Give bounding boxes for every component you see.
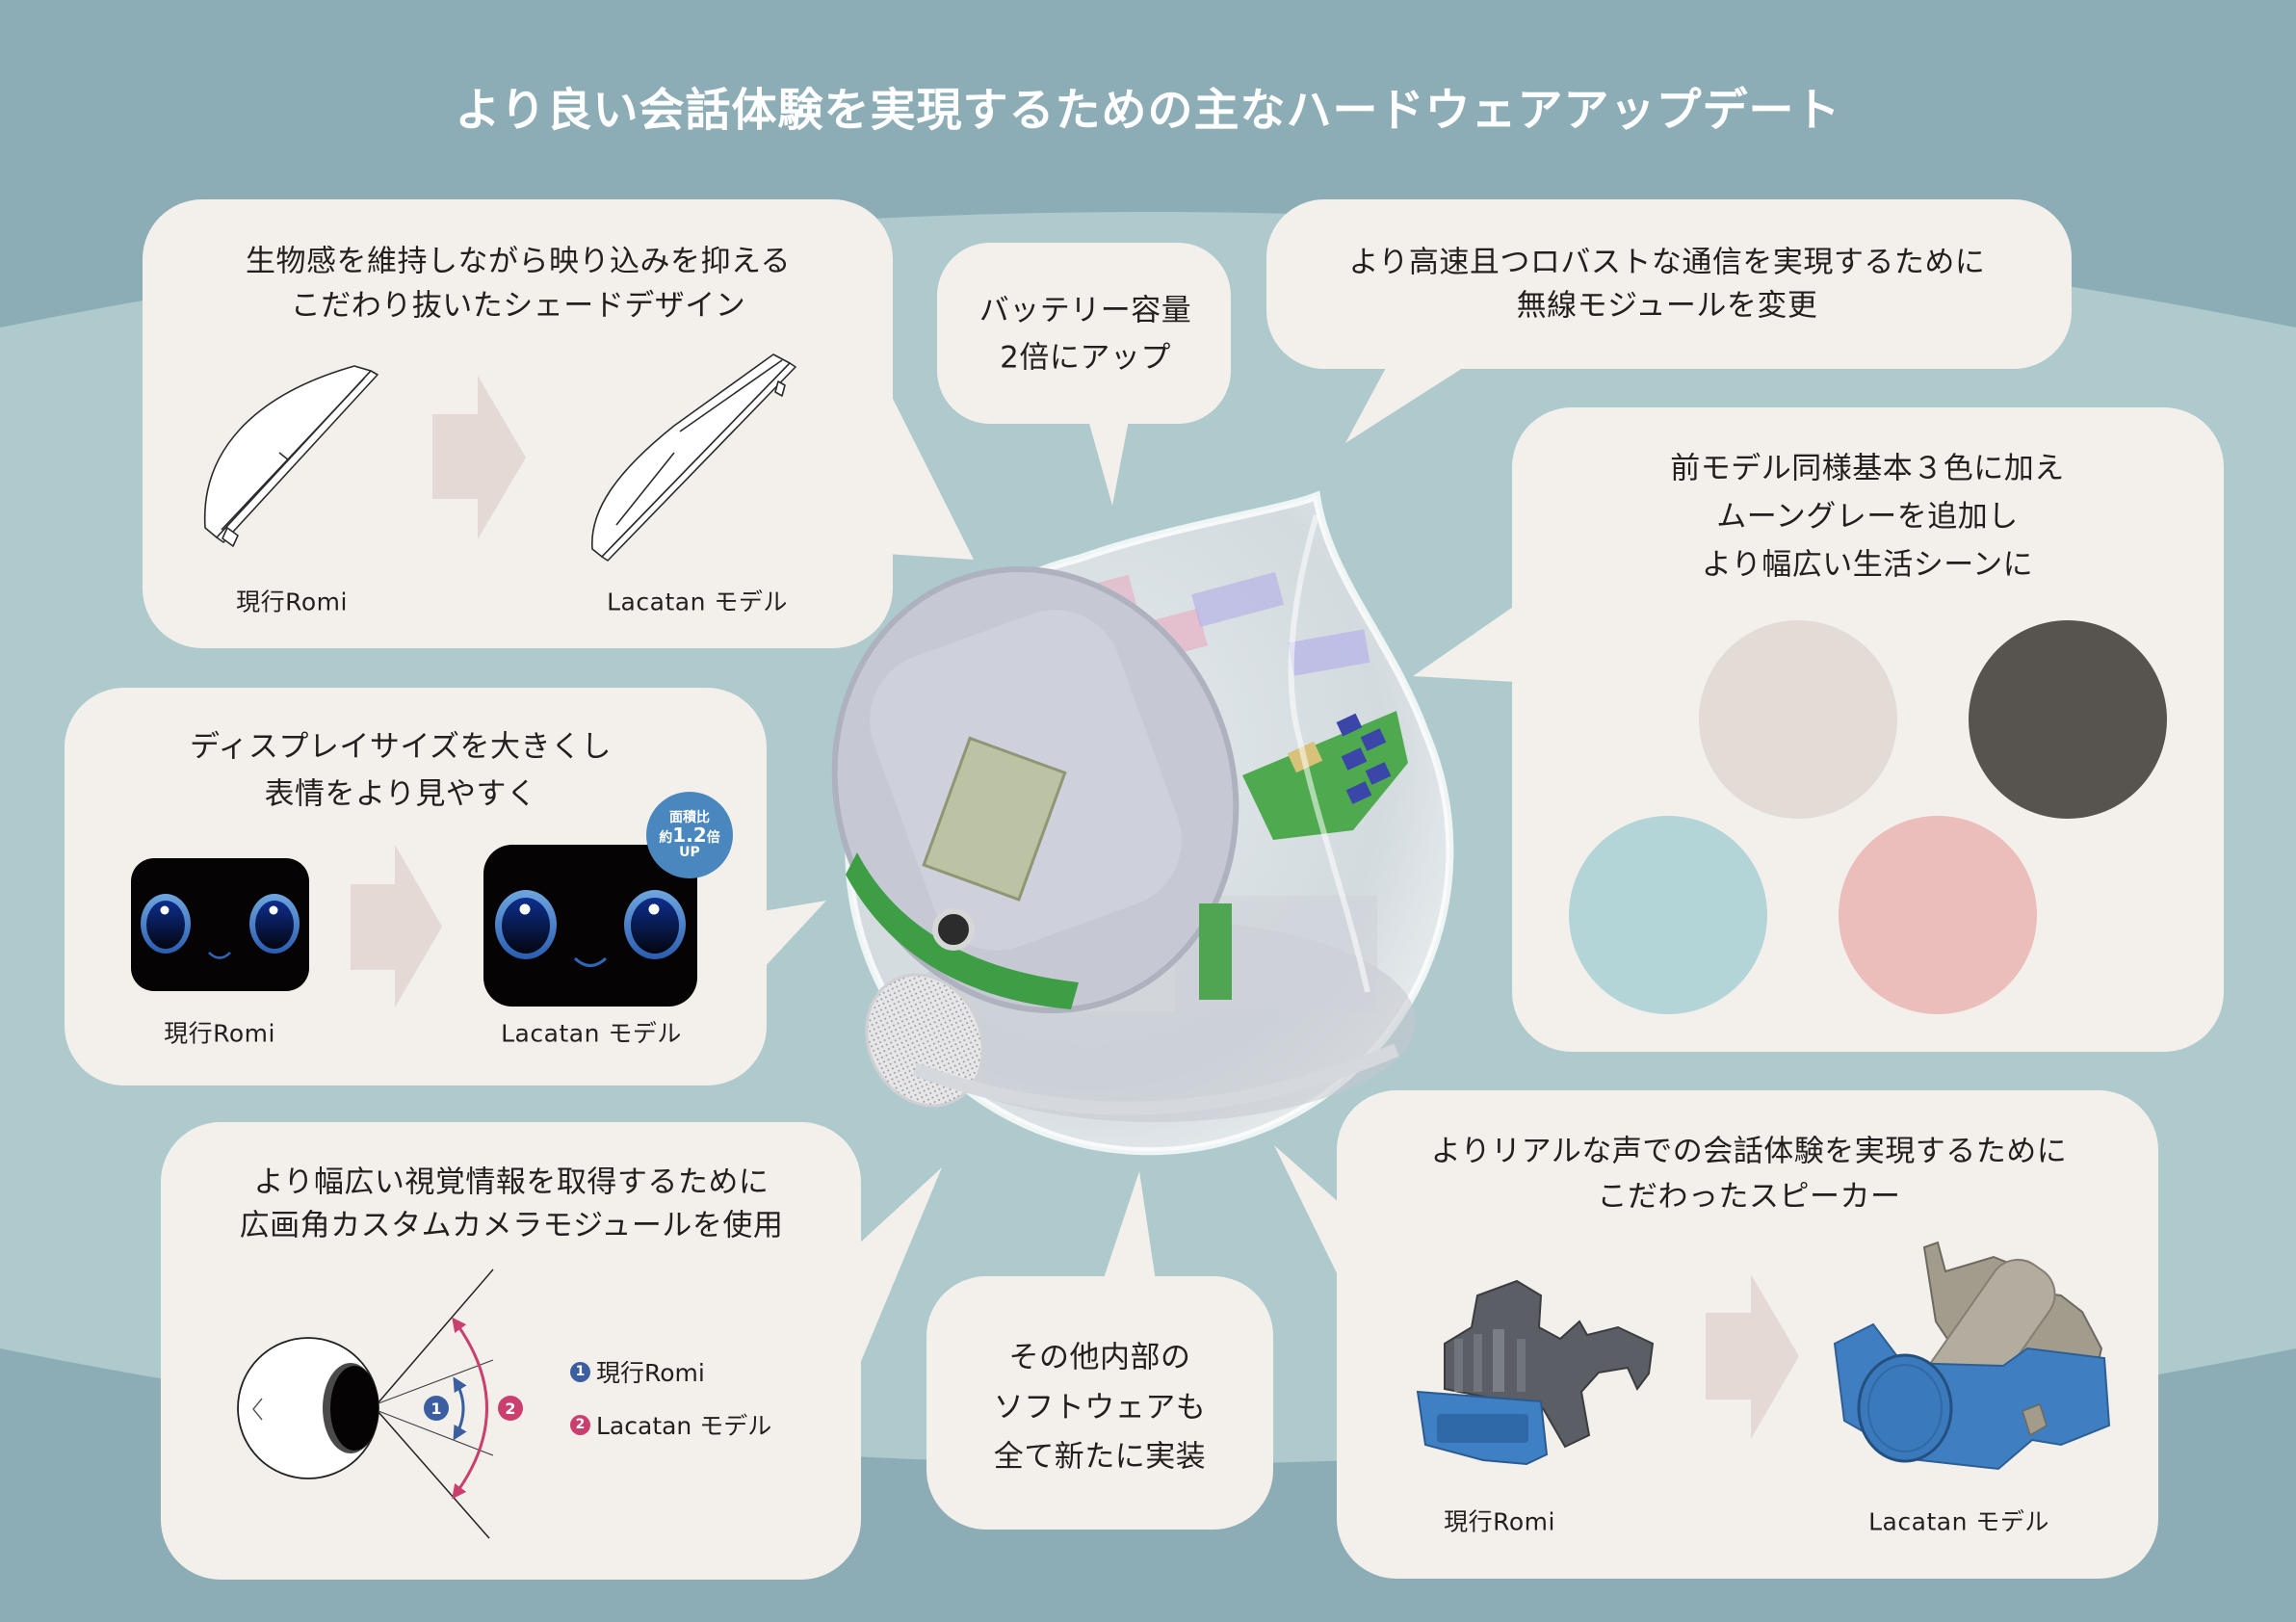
camera-description-line-2: 広画角カスタムカメラモジュールを使用 <box>239 1208 784 1243</box>
fov-marker-2: 2 <box>498 1396 523 1421</box>
wireless-description-line-2: 無線モジュールを変更 <box>1516 288 1818 324</box>
badge-suffix: 倍 <box>706 829 720 846</box>
shade-description-line-2: こだわり抜いたシェードデザイン <box>290 288 746 324</box>
area-ratio-badge: 面積比 約1.2倍 UP <box>646 792 733 878</box>
speaker-description-line-2: こだわったスピーカー <box>1597 1179 1901 1215</box>
camera-legend-item-current: 1 現行Romi <box>570 1354 705 1389</box>
badge-line-1: 面積比 <box>669 809 710 825</box>
color-variant-light-blue <box>1569 816 1767 1014</box>
shade-description-line-1: 生物感を維持しながら映り込みを抑える <box>245 244 792 279</box>
robot-xray-illustration <box>831 490 1454 1156</box>
bubble-shade <box>143 199 974 648</box>
legend-label-new: Lacatan モデル <box>596 1412 772 1440</box>
speaker-description-line-1: よりリアルな声での会話体験を実現するために <box>1430 1134 2068 1169</box>
bubble-software <box>926 1171 1273 1530</box>
svg-text:1: 1 <box>430 1400 441 1418</box>
page-title: より良い会話体験を実現するための主なハードウェアアップデート <box>455 84 1841 138</box>
display-description-line-1: ディスプレイサイズを大きくし <box>190 729 612 765</box>
badge-line-2: 約1.2倍 <box>659 823 720 847</box>
color-variant-white <box>1699 620 1897 819</box>
shade-label-new: Lacatan モデル <box>607 588 788 616</box>
camera-description-line-1: より幅広い視覚情報を取得するために <box>253 1164 770 1200</box>
display-description-line-2: 表情をより見やすく <box>264 776 537 812</box>
speaker-label-new: Lacatan モデル <box>1868 1507 2049 1536</box>
color-variant-moon-gray <box>1969 620 2167 819</box>
display-label-current: 現行Romi <box>164 1019 275 1048</box>
speaker-lacatan-model <box>1833 1241 2111 1471</box>
battery-description-line-2: 2倍にアップ <box>1000 340 1171 376</box>
legend-number-2: 2 <box>570 1414 590 1435</box>
colors-description-line-2: ムーングレーを追加し <box>1716 499 2019 535</box>
shade-label-current: 現行Romi <box>236 588 348 616</box>
shade-current-romi-drawing <box>203 365 378 547</box>
badge-value: 1.2 <box>672 823 707 847</box>
software-description-line-2: ソフトウェアも <box>993 1390 1207 1426</box>
badge-prefix: 約 <box>659 829 673 846</box>
software-description-line-3: 全て新たに実装 <box>993 1439 1207 1475</box>
wireless-description-line-1: より高速且つロバストな通信を実現するために <box>1348 245 1986 280</box>
svg-text:2: 2 <box>505 1400 515 1418</box>
display-label-new: Lacatan モデル <box>501 1019 682 1048</box>
colors-description-line-3: より幅広い生活シーンに <box>1701 547 2034 583</box>
color-variant-pink <box>1839 816 2037 1014</box>
speaker-label-current: 現行Romi <box>1444 1507 1555 1536</box>
badge-line-3: UP <box>679 844 700 860</box>
display-lacatan-model-screen <box>483 845 697 1007</box>
software-description-line-1: その他内部の <box>1008 1340 1191 1375</box>
display-arrow-icon <box>351 845 442 1007</box>
fov-marker-1: 1 <box>424 1396 449 1421</box>
shade-arrow-icon <box>432 376 526 539</box>
legend-number-1: 1 <box>570 1361 590 1382</box>
shade-lacatan-model-drawing <box>591 353 796 562</box>
colors-description-line-1: 前モデル同様基本３色に加え <box>1670 451 2065 486</box>
speaker-current-romi-model <box>1416 1279 1655 1466</box>
bubble-battery <box>937 243 1231 506</box>
camera-legend-item-new: 2 Lacatan モデル <box>570 1407 771 1442</box>
speaker-arrow-icon <box>1706 1274 1799 1439</box>
display-current-romi-screen <box>131 858 309 991</box>
camera-fov-diagram: 1 2 <box>237 1269 523 1539</box>
bubble-wireless <box>1266 199 2072 443</box>
legend-label-current: 現行Romi <box>596 1359 705 1387</box>
battery-description-line-1: バッテリー容量 <box>978 293 1192 328</box>
